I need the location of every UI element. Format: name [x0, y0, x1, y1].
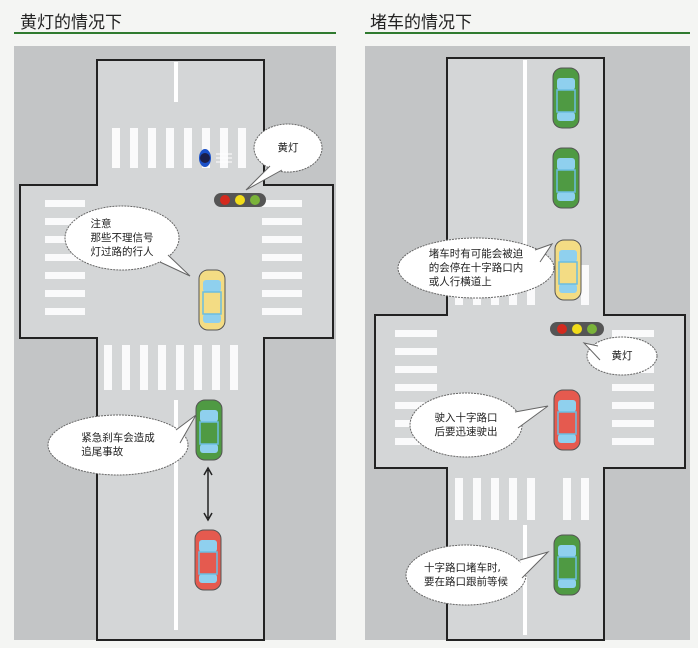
left-light-bubble: 黄灯 — [258, 136, 318, 160]
right-light-bubble: 黄灯 — [590, 344, 654, 368]
wait-before-intersection-bubble: 十字路口堵车时, 要在路口跟前等候 — [408, 558, 524, 592]
bubble-text: 黄灯 — [277, 142, 299, 154]
left-scene — [14, 46, 336, 641]
right-title: 堵车的情况下 — [370, 13, 472, 33]
bubble-text: 十字路口堵车时, 要在路口跟前等候 — [424, 562, 508, 588]
yellow-car-icon — [554, 239, 582, 301]
exit-quickly-bubble: 驶入十字路口 后要迅速驶出 — [412, 408, 520, 442]
green-car-icon — [552, 147, 580, 209]
bubble-text: 黄灯 — [611, 350, 633, 362]
bubble-text: 堵车时有可能会被迫 的会停在十字路口内 或人行横道上 — [428, 248, 524, 288]
crosswalk-left — [45, 200, 85, 315]
crosswalk-right — [262, 200, 302, 315]
traffic-light-icon — [214, 193, 266, 207]
red-car-icon — [553, 389, 581, 451]
bubble-text: 紧急刹车会造成 追尾事故 — [81, 432, 155, 458]
left-title-rule — [14, 32, 336, 34]
green-car-icon — [195, 399, 223, 461]
pedestrian-warning-bubble: 注意 那些不理信号 灯过路的行人 — [70, 210, 174, 266]
right-title-rule — [365, 32, 690, 34]
red-car-icon — [194, 529, 222, 591]
stuck-warning-bubble: 堵车时有可能会被迫 的会停在十字路口内 或人行横道上 — [400, 245, 552, 291]
brake-warning-bubble: 紧急刹车会造成 追尾事故 — [50, 428, 186, 462]
left-title: 黄灯的情况下 — [20, 13, 122, 33]
crosswalk-bottom — [104, 345, 238, 390]
right-scene — [365, 46, 690, 641]
crosswalk-top — [112, 128, 246, 168]
yellow-car-icon — [198, 269, 226, 331]
traffic-light-icon — [550, 322, 604, 336]
distance-arrow-icon — [203, 466, 213, 522]
green-car-icon — [552, 67, 580, 129]
green-car-icon — [553, 534, 581, 596]
pedestrian-icon — [199, 149, 232, 167]
bubble-text: 驶入十字路口 后要迅速驶出 — [434, 412, 498, 438]
bubble-text: 注意 那些不理信号 灯过路的行人 — [90, 218, 154, 258]
